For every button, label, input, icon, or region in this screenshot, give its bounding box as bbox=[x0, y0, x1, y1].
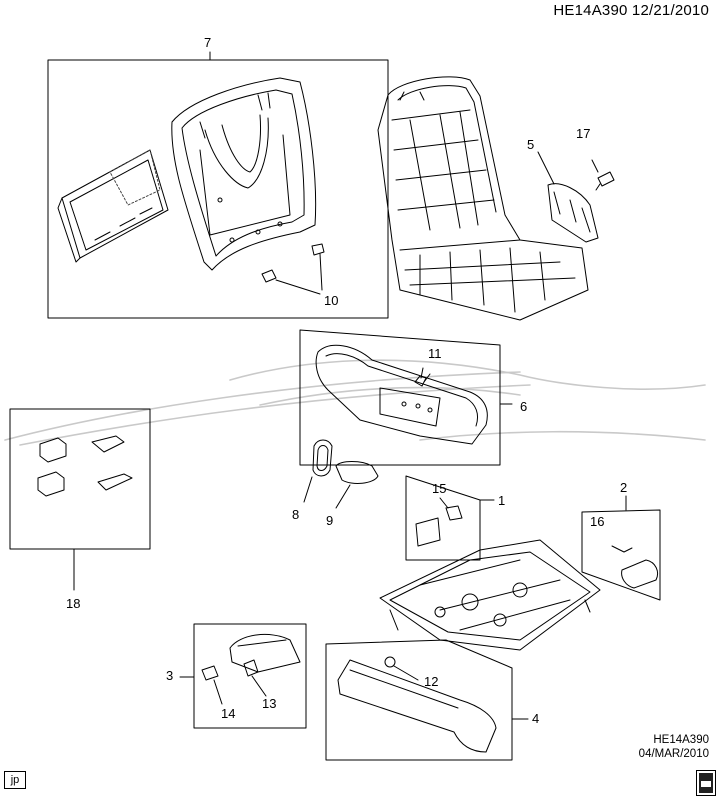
diagram-id: HE14A390 bbox=[553, 2, 628, 19]
cover-part-15 bbox=[415, 497, 463, 547]
knob-part-9 bbox=[335, 461, 379, 509]
callout-box-3 bbox=[179, 623, 307, 729]
gm-logo-icon bbox=[696, 770, 716, 796]
callout-7: 7 bbox=[204, 35, 212, 50]
callout-3: 3 bbox=[166, 668, 174, 683]
callout-9: 9 bbox=[326, 513, 334, 528]
callout-box-7 bbox=[47, 51, 389, 319]
callout-10: 10 bbox=[324, 293, 339, 308]
fastener-part-12 bbox=[384, 656, 419, 681]
callout-6: 6 bbox=[520, 399, 528, 414]
screw-part-13 bbox=[243, 659, 267, 697]
callout-1: 1 bbox=[498, 493, 506, 508]
callout-box-4 bbox=[325, 639, 529, 761]
callout-box-6 bbox=[299, 329, 513, 466]
callout-5: 5 bbox=[527, 137, 535, 152]
callout-2: 2 bbox=[620, 480, 628, 495]
callout-12: 12 bbox=[424, 674, 439, 689]
diagram-date: 12/21/2010 bbox=[631, 2, 709, 19]
callout-11: 11 bbox=[428, 346, 442, 361]
watermark bbox=[4, 359, 706, 446]
gm-logo-graphic bbox=[699, 773, 713, 793]
side-cover-part-5 bbox=[537, 151, 599, 243]
seat-frame bbox=[377, 76, 589, 321]
callout-17: 17 bbox=[576, 126, 591, 141]
callout-14: 14 bbox=[221, 706, 236, 721]
callout-15: 15 bbox=[432, 481, 447, 496]
push-pin-fasteners bbox=[261, 243, 325, 295]
seat-back-trim-panel bbox=[171, 77, 317, 271]
side-shield-part-6 bbox=[315, 344, 488, 445]
callout-8: 8 bbox=[292, 507, 300, 522]
bezel-part-8 bbox=[303, 439, 333, 503]
seat-back-mesh-panel bbox=[57, 149, 169, 263]
footer: HE14A390 04/MAR/2010 bbox=[639, 733, 709, 761]
callout-box-2 bbox=[581, 495, 661, 601]
diagram-header: HE14A390 12/21/2010 bbox=[553, 2, 709, 19]
leader-lines bbox=[423, 373, 431, 383]
callout-box-1 bbox=[405, 475, 495, 561]
seat-adjuster-track bbox=[379, 539, 601, 651]
callout-18: 18 bbox=[66, 596, 81, 611]
side-trim-part-3 bbox=[229, 634, 301, 673]
clips-part-18 bbox=[37, 435, 133, 497]
callout-4: 4 bbox=[532, 711, 540, 726]
footer-date: 04/MAR/2010 bbox=[638, 748, 709, 760]
language-badge: jp bbox=[4, 771, 26, 789]
callout-13: 13 bbox=[262, 696, 277, 711]
screw-part-17 bbox=[591, 159, 615, 191]
clip-part-14 bbox=[201, 665, 223, 705]
footer-code: HE14A390 bbox=[653, 734, 709, 746]
part-16 bbox=[611, 545, 659, 589]
callout-16: 16 bbox=[590, 514, 605, 529]
track-cover-part-4 bbox=[337, 659, 497, 753]
callout-box-18 bbox=[9, 408, 151, 591]
